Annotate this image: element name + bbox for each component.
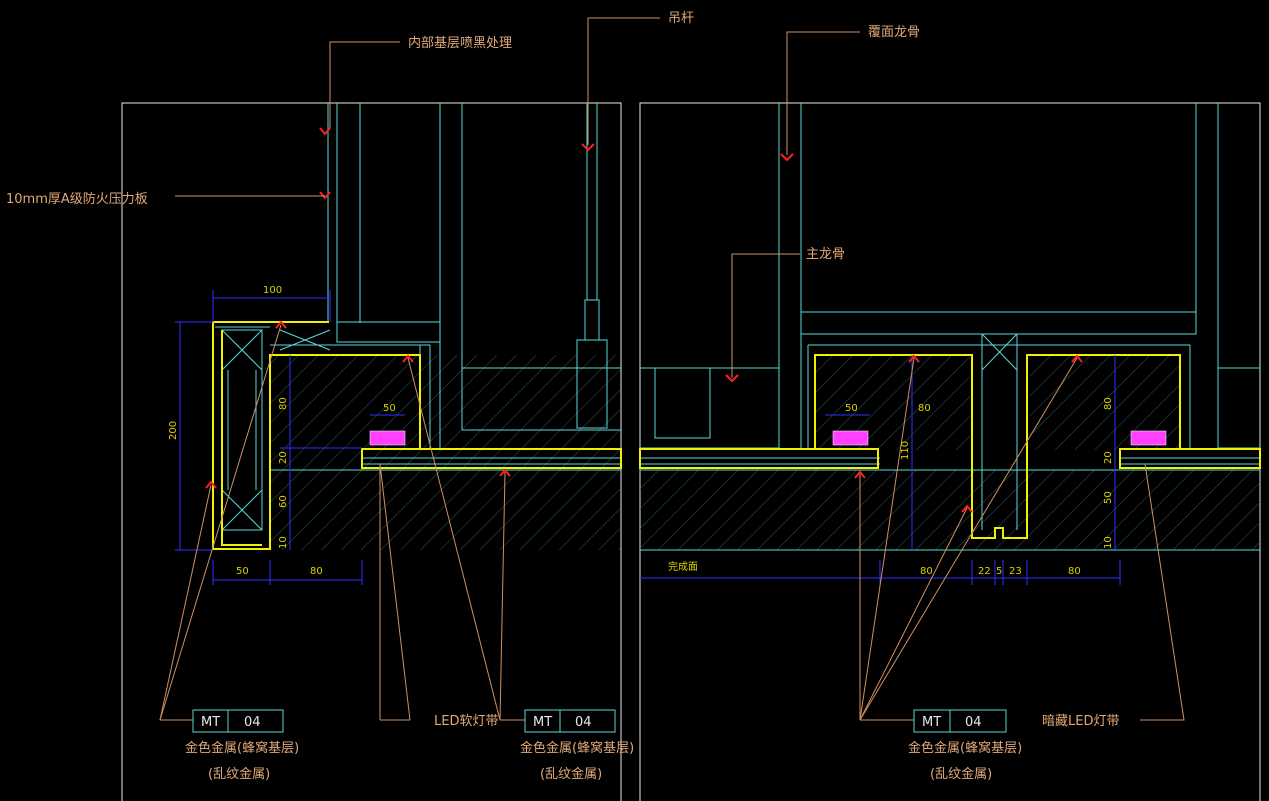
dim-seg-20: 20 [278,451,289,464]
dim-r-bottom-22: 22 [978,566,991,577]
led-strip-right-b [1130,430,1167,446]
tag-1-desc2: (乱纹金属) [208,766,270,782]
dim-r-bottom-80b: 80 [1068,566,1081,577]
label-main-keel: 主龙骨 [806,247,845,262]
tag-1-code: MT [201,715,220,730]
dim-bottom-50: 50 [236,566,249,577]
label-led-soft: LED软灯带 [434,714,498,729]
dim-r-bottom-5: 5 [996,566,1002,577]
dimension-lines-right [640,355,1121,585]
label-hanger-rod: 吊杆 [668,11,694,26]
dim-r-bottom-80a: 80 [920,566,933,577]
leader-lines-left [159,17,660,721]
material-tag-2: MT 04 金色金属(蜂窝基层) (乱纹金属) [520,709,634,782]
dim-r-seg-10: 10 [1103,536,1114,549]
dim-seg-80: 80 [278,397,289,410]
tag-1-desc1: 金色金属(蜂窝基层) [185,740,299,756]
dim-r-vert-80: 80 [918,403,931,414]
hatch-area-right-bottom [640,470,1260,550]
dim-bottom-80: 80 [310,566,323,577]
label-led-hidden: 暗藏LED灯带 [1042,714,1119,729]
dimension-text-left: 100 200 50 80 20 60 10 50 80 [168,285,396,577]
led-strip-right-a [832,430,869,446]
left-detail [159,17,660,721]
dim-total-height: 200 [168,421,179,440]
tag-3-desc1: 金色金属(蜂窝基层) [908,740,1022,756]
material-tag-1: MT 04 金色金属(蜂窝基层) (乱纹金属) [185,709,299,782]
leader-arrows-right [725,153,1083,513]
material-tag-3: MT 04 金色金属(蜂窝基层) (乱纹金属) [908,709,1022,782]
leader-lines-right [731,31,1185,721]
tag-2-desc1: 金色金属(蜂窝基层) [520,740,634,756]
dimension-lines-left [175,290,405,585]
dim-led-width: 50 [383,403,396,414]
gold-metal-outline-right [639,354,1261,539]
label-cover-keel: 覆面龙骨 [868,25,920,40]
dim-seg-60: 60 [278,495,289,508]
tag-3-desc2: (乱纹金属) [930,766,992,782]
leader-arrows-left [205,127,595,489]
hatch-area-left [270,355,620,550]
led-strip-left [369,430,406,446]
dim-r-vert-110: 110 [900,441,911,460]
dim-r-seg-20: 20 [1103,451,1114,464]
right-detail [639,31,1261,721]
structure-lines-right [640,103,1260,551]
tag-2-code: MT [533,715,552,730]
tag-3-num: 04 [965,715,982,730]
label-finish-height: 完成面 [668,560,698,573]
dim-r-bottom-23: 23 [1009,566,1022,577]
tag-1-num: 04 [244,715,261,730]
tag-2-num: 04 [575,715,592,730]
dimension-text-right: 50 80 110 80 20 50 10 80 22 5 23 80 [845,397,1114,577]
tag-3-code: MT [922,715,941,730]
dim-r-seg-50: 50 [1103,491,1114,504]
tag-2-desc2: (乱纹金属) [540,766,602,782]
dim-r-led-width: 50 [845,403,858,414]
dim-top-width: 100 [263,285,282,296]
label-inner-base: 内部基层喷黑处理 [408,35,512,51]
dim-r-seg-80: 80 [1103,397,1114,410]
text-labels: 内部基层喷黑处理 吊杆 覆面龙骨 主龙骨 10mm厚A级防火压力板 LED软灯带… [6,11,1119,729]
label-fire-board: 10mm厚A级防火压力板 [6,191,148,207]
dim-seg-10: 10 [278,536,289,549]
